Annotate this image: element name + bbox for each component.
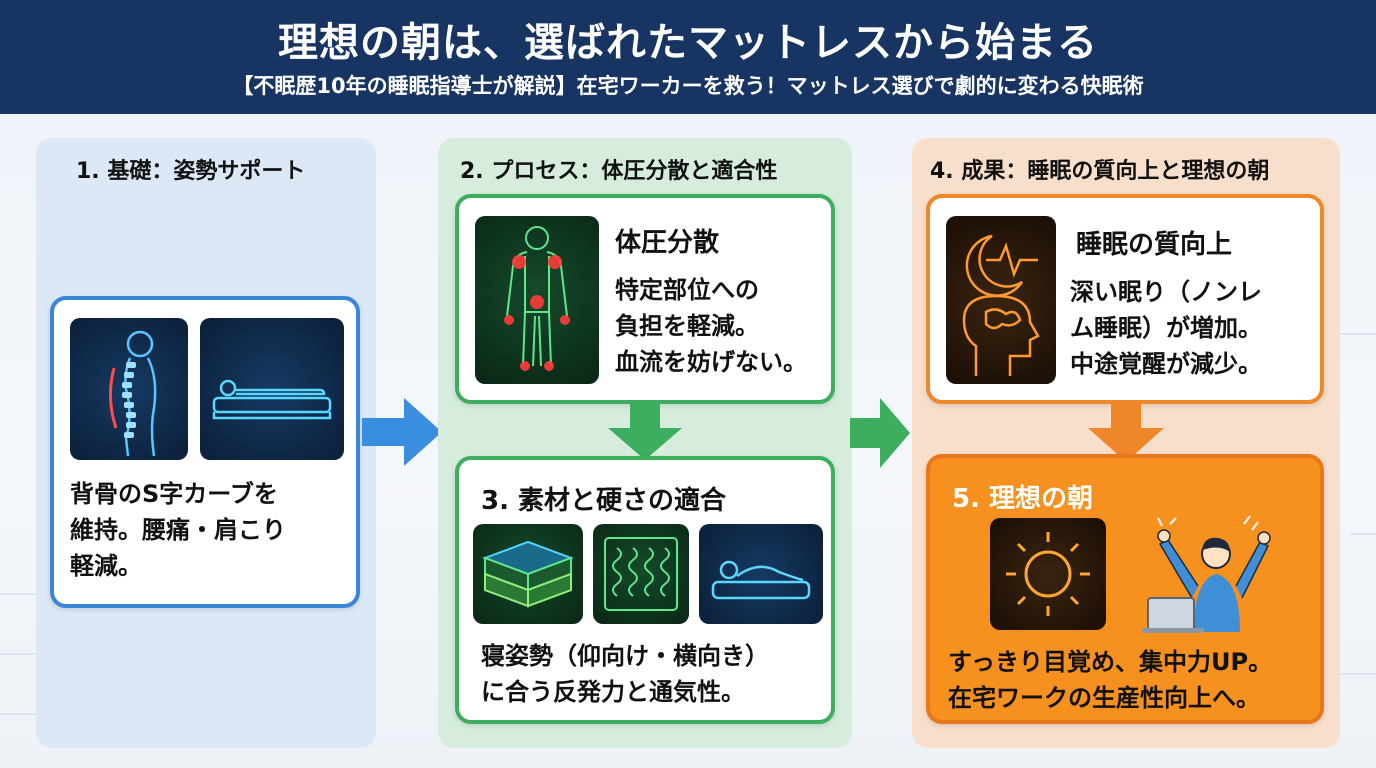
page-header: 理想の朝は、選ばれたマットレスから始まる 【不眠歴10年の睡眠指導士が解説】在宅…: [0, 0, 1376, 114]
foam-layers-icon: [473, 524, 583, 624]
card-ideal-morning: 5. 理想の朝 すっきり目覚め、集中力UP。 在宅ワークの生産性向上へ。: [926, 454, 1324, 724]
page-title: 理想の朝は、選ばれたマットレスから始まる: [278, 20, 1098, 66]
card-sleep-quality: 睡眠の質向上 深い眠り（ノンレ ム睡眠）が増加。 中途覚醒が減少。: [926, 194, 1324, 404]
sun-icon: [990, 518, 1106, 630]
page-subtitle: 【不眠歴10年の睡眠指導士が解説】在宅ワーカーを救う！マットレス選びで劇的に変わ…: [232, 74, 1144, 98]
spine-posture-icon: [70, 318, 188, 460]
sleep-quality-text: 深い眠り（ノンレ ム睡眠）が増加。 中途覚醒が減少。: [1070, 278, 1262, 378]
material-firmness-heading: 3. 素材と硬さの適合: [481, 486, 727, 516]
person-stretching-icon: [1142, 515, 1271, 633]
ideal-morning-heading: 5. 理想の朝: [952, 484, 1094, 514]
arrow-down-green: [608, 404, 682, 460]
column-title-foundation: 1. 基礎：姿勢サポート: [76, 159, 306, 184]
material-firmness-text: 寝姿勢（仰向け・横向き） に合う反発力と通気性。: [481, 642, 769, 706]
arrow-down-orange: [1088, 404, 1164, 462]
pocket-coil-icon: [593, 524, 689, 624]
body-pressure-text: 特定部位への 負担を軽減。 血流を妨げない。: [615, 276, 807, 376]
arrow-right-green: [850, 398, 910, 468]
body-pressure-points-icon: [475, 216, 599, 384]
sleep-quality-heading: 睡眠の質向上: [1076, 230, 1233, 260]
ideal-morning-text: すっきり目覚め、集中力UP。 在宅ワークの生産性向上へ。: [948, 648, 1273, 712]
card-body-pressure: 体圧分散 特定部位への 負担を軽減。 血流を妨げない。: [455, 194, 835, 404]
column-title-results: 4. 成果：睡眠の質向上と理想の朝: [930, 159, 1270, 184]
arrow-right-blue: [362, 398, 442, 466]
posture-support-text: 背骨のS字カーブを 維持。腰痛・肩こり 軽減。: [70, 480, 286, 580]
card-posture-support: 背骨のS字カーブを 維持。腰痛・肩こり 軽減。: [50, 296, 360, 608]
moon-brain-icon: [946, 216, 1056, 384]
body-pressure-heading: 体圧分散: [615, 228, 720, 258]
side-sleeper-icon: [699, 524, 823, 624]
card-material-firmness: 3. 素材と硬さの適合: [455, 456, 835, 724]
lying-on-mattress-icon: [200, 318, 344, 460]
column-title-process: 2. プロセス：体圧分散と適合性: [460, 159, 778, 184]
